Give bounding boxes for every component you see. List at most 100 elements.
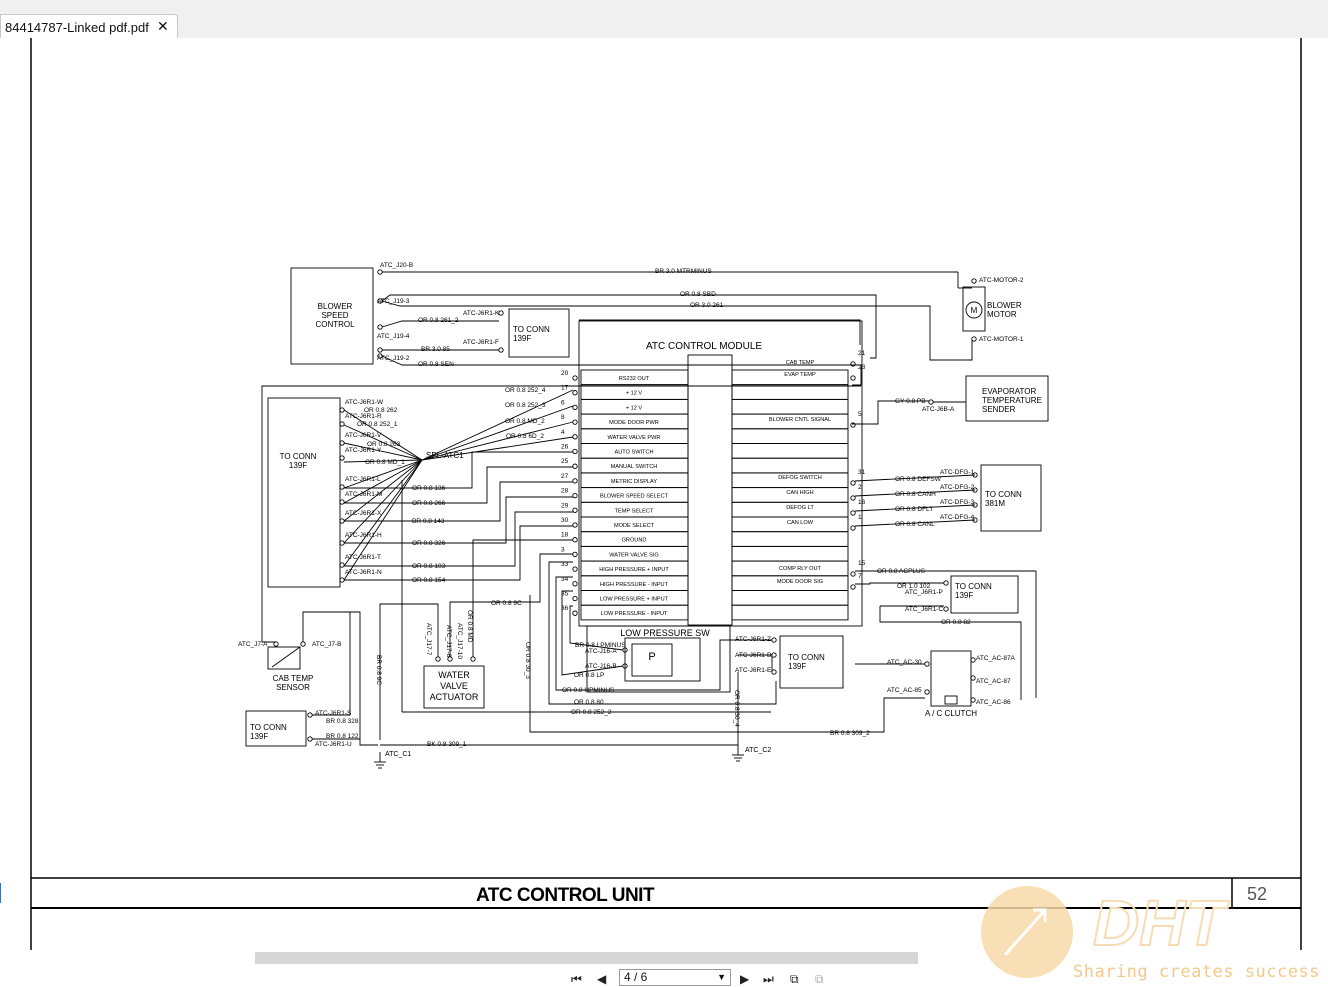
conn-139f-bottom-label: TO CONN bbox=[250, 723, 287, 732]
wire bbox=[261, 385, 861, 643]
connector-label: ATC-J6R1-Z bbox=[735, 636, 771, 643]
low-pressure-sw-area bbox=[586, 625, 731, 693]
terminal bbox=[498, 310, 504, 316]
terminal bbox=[377, 324, 383, 330]
title-block-title: ATC CONTROL UNIT bbox=[476, 885, 655, 906]
first-page-icon[interactable]: ⏮ bbox=[571, 972, 582, 986]
conn-139f-left-box bbox=[267, 397, 341, 588]
wire-label: OR 0.8 82 bbox=[941, 619, 971, 626]
cab-temp-sensor-box bbox=[267, 646, 301, 670]
wire bbox=[854, 489, 976, 497]
splice-wire bbox=[343, 442, 423, 461]
wire-label: GY 0.8 PB bbox=[895, 398, 926, 405]
prev-page-icon[interactable]: ◀ bbox=[597, 972, 607, 986]
terminal bbox=[307, 712, 313, 718]
wire-label: BR 0.8 143 bbox=[412, 518, 445, 525]
module-pin-number: 6 bbox=[561, 399, 565, 406]
next-page-icon[interactable]: ▶ bbox=[740, 972, 750, 986]
module-pin-number: 26 bbox=[561, 444, 569, 451]
wire-label: BR 0.8 122 bbox=[326, 733, 359, 740]
wire-label: OR 0.8 SEN bbox=[418, 361, 454, 368]
conn-139f-lower-label: TO CONN bbox=[788, 653, 825, 662]
connector-label: ATC_AC-87 bbox=[976, 678, 1011, 685]
terminal bbox=[572, 595, 578, 602]
watermark-slogan: Sharing creates success bbox=[1073, 962, 1320, 982]
terminal bbox=[572, 448, 578, 455]
module-pin-number: 2 bbox=[858, 484, 862, 491]
wire-label: OR 0.8 MD_1 bbox=[365, 459, 405, 466]
splice-wire bbox=[343, 459, 423, 463]
water-valve-actuator-label: ACTUATOR bbox=[430, 692, 479, 702]
wire bbox=[738, 654, 773, 672]
connector-label: ATC-J6R1-R bbox=[345, 413, 382, 420]
wire-label: OR 0.8 103 bbox=[412, 563, 446, 570]
connector-label: ATC-DFG-3 bbox=[940, 499, 975, 506]
module-center-bus bbox=[687, 354, 733, 626]
wire bbox=[344, 496, 573, 544]
wire-label: OR 0.8 262 bbox=[364, 407, 398, 414]
wire-label: OR 0.8 LP bbox=[574, 672, 604, 679]
watermark-logo-text: DHT bbox=[1093, 887, 1229, 959]
module-pin-number: 1 bbox=[858, 514, 862, 521]
connector-label: ATC_J20-B bbox=[380, 262, 413, 269]
wire bbox=[421, 421, 574, 461]
terminal bbox=[572, 478, 578, 484]
viewer-toolbar: ⏮ ◀ 4 / 6 ▼ ▶ ⏭ ⧉ ⧉ bbox=[0, 950, 1328, 986]
wiring-diagram: ATC CONTROL UNIT 52 BLOWERSPEEDCONTROLAT… bbox=[0, 38, 1302, 950]
connector-label: ATC-J6R1-X bbox=[345, 510, 382, 517]
connector-label: ATC-J6R1-H bbox=[345, 532, 382, 539]
connector-label: ATC_J19-2 bbox=[377, 355, 410, 362]
wire-label: OR 0.8 252_2 bbox=[571, 709, 612, 716]
conn-139f-right-label: 139F bbox=[955, 591, 973, 600]
water-valve-actuator-box bbox=[423, 665, 485, 709]
module-pin-number: 21 bbox=[858, 350, 866, 357]
fit-page-icon[interactable]: ⧉ bbox=[790, 972, 799, 986]
module-pin-label: WATER VALVE SIG bbox=[609, 552, 659, 558]
wire bbox=[344, 525, 573, 581]
page-number-select[interactable]: 4 / 6 ▼ bbox=[619, 969, 731, 986]
last-page-icon[interactable]: ⏭ bbox=[763, 972, 774, 986]
terminal bbox=[971, 278, 977, 284]
module-pin-label: MANUAL SWITCH bbox=[611, 464, 658, 470]
wire-label: OR 0.8 CANL bbox=[895, 521, 935, 528]
fit-width-icon[interactable]: ⧉ bbox=[815, 972, 824, 986]
wire-label: OR 0.8 MD bbox=[466, 610, 473, 643]
ac-clutch-coil bbox=[944, 695, 958, 705]
wire bbox=[381, 355, 862, 386]
document-tab[interactable]: 84414787-Linked pdf.pdf ✕ bbox=[0, 14, 178, 38]
wire-label: OR 0.8 30_4 bbox=[733, 690, 740, 727]
wire bbox=[344, 481, 573, 522]
terminal bbox=[572, 507, 578, 513]
connector-label: ATC-J6R1-N bbox=[345, 569, 382, 576]
wire-label: OR 0.8 DEFSW bbox=[895, 476, 942, 483]
connector-label: ATC-DFG-4 bbox=[940, 514, 975, 521]
wire-label: OR 0.8 9C bbox=[491, 600, 522, 607]
close-icon[interactable]: ✕ bbox=[157, 18, 169, 34]
module-row-cell bbox=[731, 590, 849, 606]
wire-label: OR 0.8 SBD bbox=[680, 291, 716, 298]
module-pin-number: 23 bbox=[858, 364, 866, 371]
connector-label: ATC-J6R1-L bbox=[345, 476, 381, 483]
module-pin-number: 3 bbox=[561, 546, 565, 553]
motor-symbol-label: M bbox=[971, 306, 978, 315]
terminal bbox=[339, 421, 345, 427]
wire bbox=[421, 389, 574, 461]
terminal bbox=[850, 571, 856, 577]
wire bbox=[855, 582, 944, 585]
ground-label: ATC_C1 bbox=[385, 751, 411, 758]
module-pin-number: 17 bbox=[561, 385, 569, 392]
wire bbox=[344, 451, 573, 489]
wire bbox=[379, 603, 439, 740]
horizontal-scrollbar[interactable] bbox=[255, 952, 918, 964]
connector-label: ATC-J6R1-S bbox=[315, 710, 352, 717]
connector-label: ATC-J6R1-M bbox=[345, 491, 382, 498]
connector-label: ATC-J6R1-K bbox=[463, 310, 500, 317]
terminal bbox=[850, 361, 856, 367]
terminal bbox=[572, 551, 578, 558]
terminal bbox=[377, 269, 383, 275]
terminal bbox=[572, 375, 578, 381]
terminal bbox=[339, 484, 345, 490]
wire bbox=[472, 539, 573, 657]
pressure-switch-symbol bbox=[631, 643, 673, 677]
